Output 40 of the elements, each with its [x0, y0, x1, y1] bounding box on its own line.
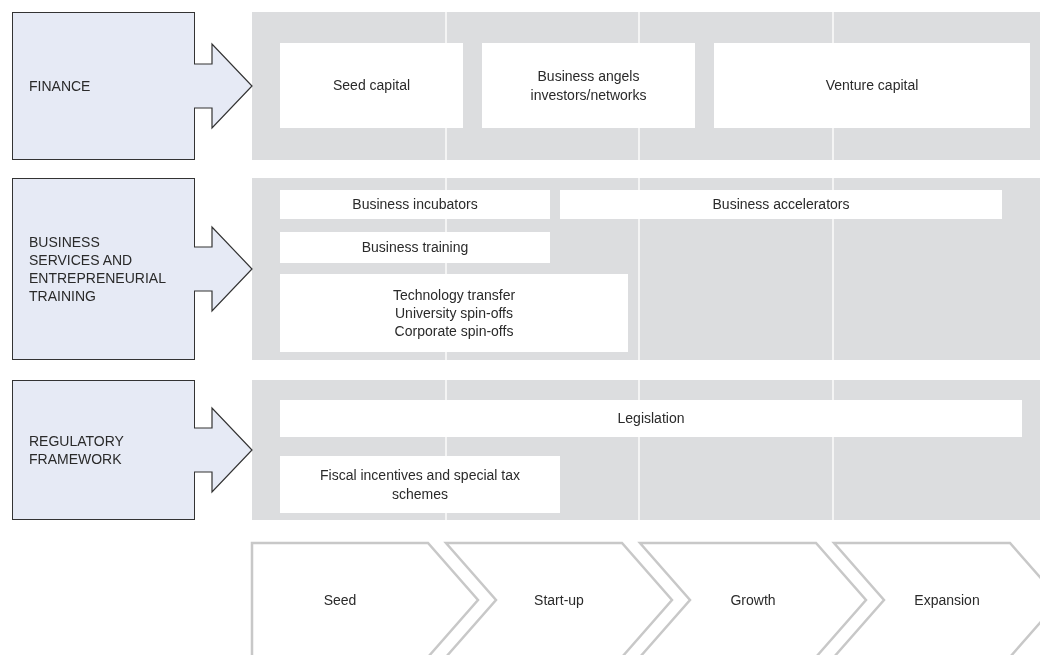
- item-box: [280, 400, 1022, 437]
- stage-label: Expansion: [914, 590, 980, 610]
- stage-label: Start-up: [534, 590, 584, 610]
- item-box: [714, 43, 1030, 128]
- phase-panel: [252, 543, 478, 655]
- stage-label: Seed: [323, 590, 357, 610]
- band-panel: [252, 380, 1040, 520]
- item-label: Seed capital: [332, 76, 411, 95]
- block-arrow: [193, 225, 253, 313]
- item-label: University spin-offs: [395, 303, 513, 323]
- item-box: [280, 232, 550, 263]
- category-box: [12, 380, 195, 520]
- item-label: Business angels investors/networks: [529, 67, 648, 104]
- item-label: Fiscal incentives and special tax schemes: [319, 466, 521, 503]
- category-label: BUSINESS SERVICES AND ENTREPRENEURIAL TRAINING: [29, 232, 166, 306]
- block-arrow: [193, 42, 253, 130]
- item-label: Venture capital: [825, 76, 919, 95]
- category-label: FINANCE: [29, 76, 91, 96]
- item-box: [280, 43, 463, 128]
- item-label: Business incubators: [352, 195, 478, 214]
- category-box: [12, 178, 195, 360]
- block-arrow: [193, 406, 253, 494]
- phase-panel: [446, 543, 672, 655]
- item-label: Technology transfer: [392, 285, 516, 304]
- item-label: Business training: [361, 238, 469, 257]
- phase-panel: [640, 543, 866, 655]
- item-box: [560, 190, 1002, 219]
- category-label: REGULATORY FRAMEWORK: [29, 431, 125, 469]
- item-box: [280, 456, 560, 513]
- band-panel: [252, 178, 1040, 360]
- band-panel: [252, 12, 1040, 160]
- item-label: Corporate spin-offs: [394, 322, 514, 341]
- item-box: [280, 274, 628, 352]
- category-box: [12, 12, 195, 160]
- phase-panel: [834, 543, 1040, 655]
- stage-label: Growth: [730, 590, 776, 610]
- item-label: Business accelerators: [712, 195, 850, 214]
- item-box: [482, 43, 695, 128]
- item-label: Legislation: [617, 409, 685, 428]
- item-box: [280, 190, 550, 219]
